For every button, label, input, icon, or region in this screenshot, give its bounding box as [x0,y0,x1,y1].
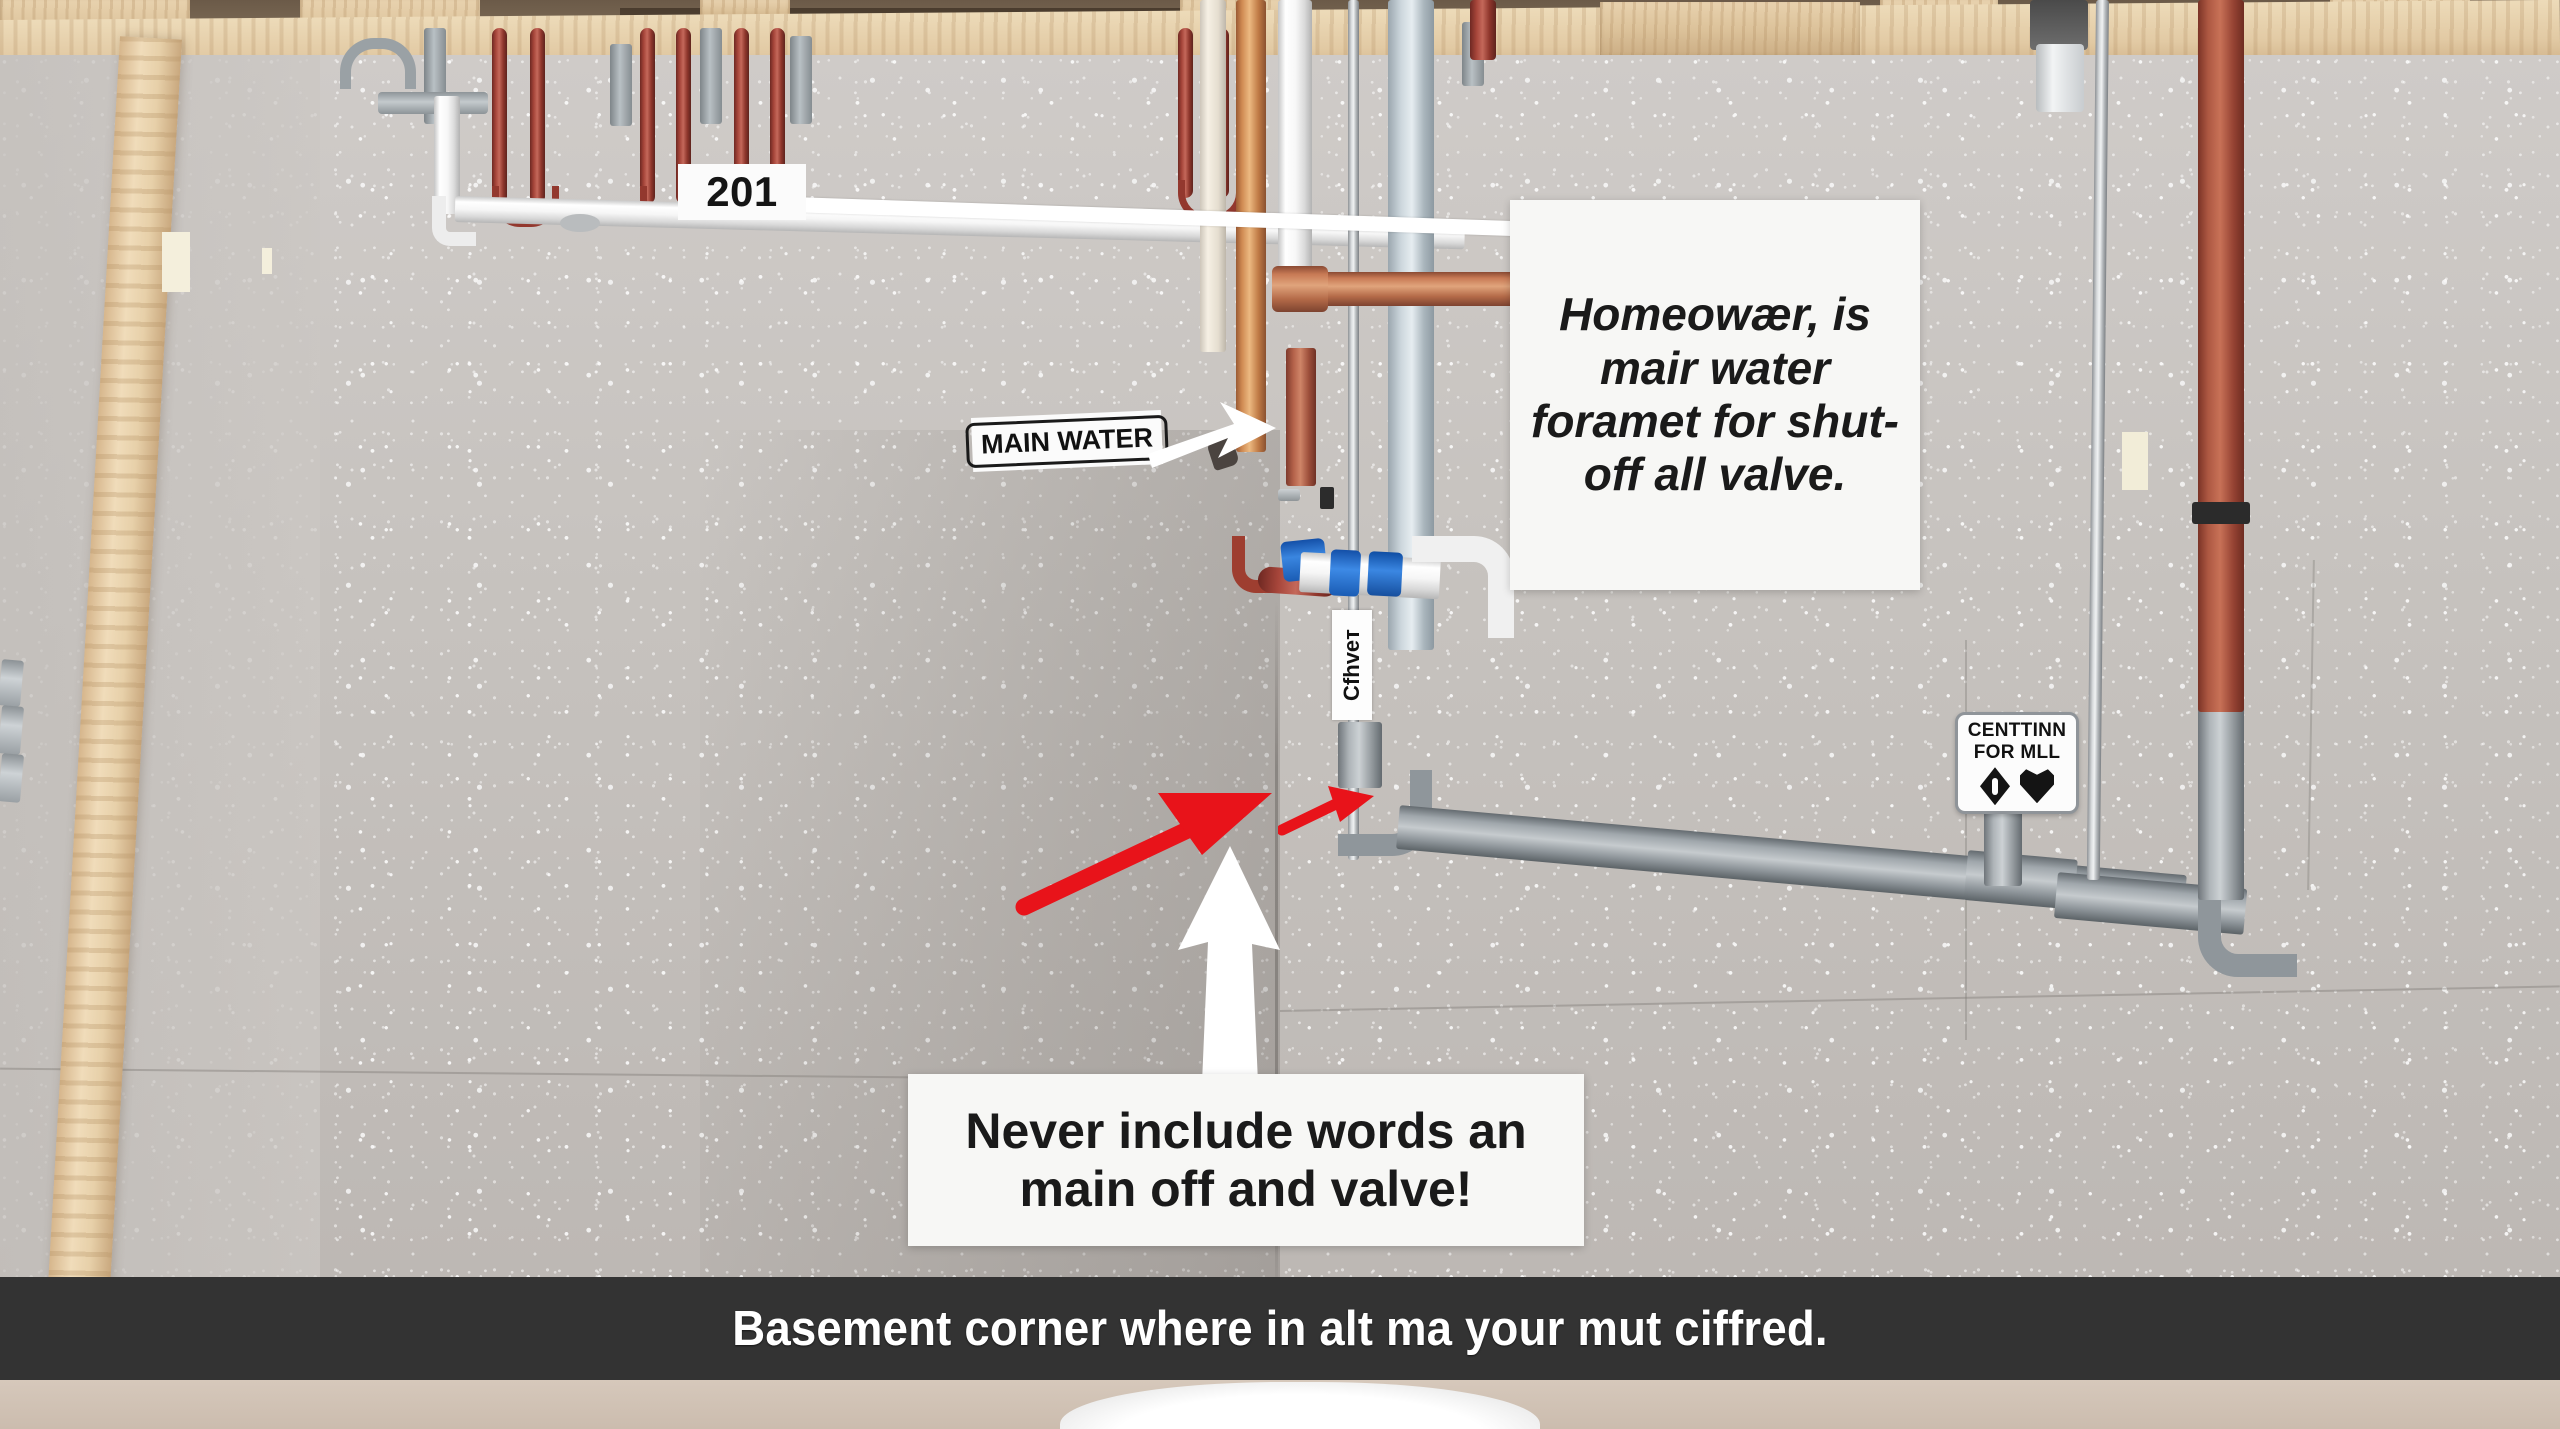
pvc-elbow-left [432,196,476,246]
pvc-saddle-fitting [560,214,600,232]
wall-seam-vertical-a [1965,640,1967,1040]
wall-top-plate [1600,2,1860,60]
placard-line-2: FOR MLL [1973,741,2061,763]
main-water-arrow-icon [1148,402,1276,468]
copper-tee-body [1272,266,1328,312]
copper-pipe-right-tall [2198,0,2244,712]
main-water-tag: MAIN WATER [965,410,1169,472]
drain-coupling-2 [0,705,25,755]
white-pointer-arrow-icon [1178,846,1280,1083]
drain-coupling-1 [0,659,25,707]
pvc-vertical-drop [434,96,460,214]
callout-bottom-text: Never include words an main off and valv… [965,1103,1527,1217]
red-pointer-arrow-icon [1015,793,1272,916]
pipe-hanger-strap-4 [790,36,812,124]
pex-loop-4a [1178,28,1193,198]
pex-loop-2b [676,28,691,204]
pex-loop-1b [530,28,545,204]
placard-line-1: CENTTINN [1967,719,2067,741]
stud-paper-tag [162,232,190,292]
placard-glyph-row [1980,767,2054,806]
red-pointer-arrow-small-icon [1278,786,1374,836]
valve-handle-screw [1278,489,1300,501]
pex-blue-fitting-2 [1328,549,1362,597]
caption-bar: Basement corner where in alt ma your mut… [0,1277,2560,1380]
callout-right: Homeowær, is mair water foramet for shut… [1510,200,1920,590]
pvc-riser-tall [1278,0,1312,310]
drain-coupling-3 [0,753,25,803]
cream-riser [1200,0,1226,352]
pex-riser-upper [1470,0,1496,60]
pex-loop-2a [640,28,655,204]
caption-text: Basement corner where in alt ma your mut… [732,1301,1828,1356]
drain-pipe-elbow-right [2198,878,2297,977]
white-pipe-elbow-up [1412,536,1514,638]
pipe-hanger-strap-3 [700,28,722,124]
copper-drop-from-tee [1286,348,1316,486]
pex-loop-3a [734,28,749,204]
callout-right-text: Homeowær, is mair water foramet for shut… [1531,288,1899,501]
copper-right-black-band [2192,502,2250,524]
wall-paper-tag-right [2122,432,2148,490]
pipe-number-tag: 201 [678,164,806,220]
pex-loop-1a [492,28,507,204]
pex-loop-3b [770,28,785,204]
pex-blue-fitting-3 [1366,551,1404,597]
valve-black-band [1320,487,1334,509]
pipe-hanger-strap-2 [610,44,632,126]
drain-pipe-vertical-right [2198,700,2244,900]
main-water-tag-label: MAIN WATER [965,414,1169,468]
vertical-pipe-tag: Cfhveт [1332,610,1372,720]
stud-paper-tag-small [262,248,272,274]
heart-icon [2020,769,2054,804]
hanger-crossbar [378,92,488,114]
diamond-icon [1980,767,2010,806]
white-fitting-top-right [2036,44,2084,112]
wall-placard: CENTTINN FOR MLL [1955,712,2079,814]
vertical-pipe-tag-label: Cfhveт [1339,629,1364,701]
pipe-hanger-u-strap [340,38,416,89]
dark-fitting-top-right [2030,0,2088,50]
callout-bottom: Never include words an main off and valv… [908,1074,1584,1246]
steel-supply-line [1348,0,1359,860]
wall-corner-seam [1275,600,1278,1280]
pipe-number-tag-label: 201 [706,168,778,215]
